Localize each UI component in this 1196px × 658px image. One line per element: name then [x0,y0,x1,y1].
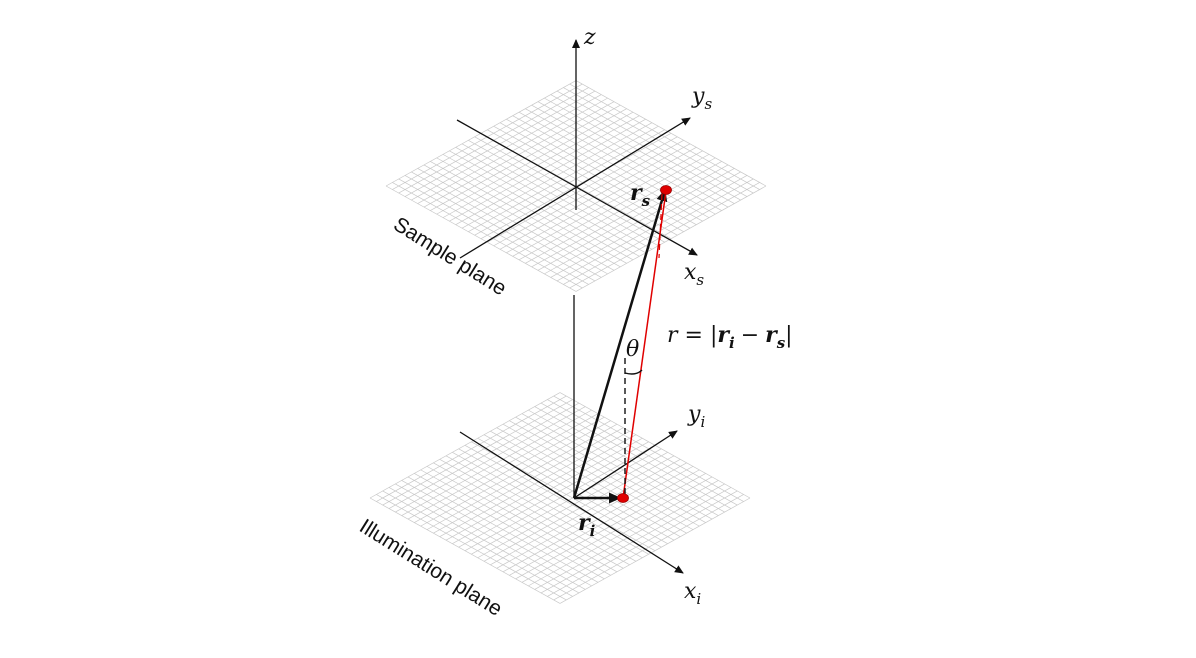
illumination-plane-axes [459,430,684,574]
grid-line [575,185,767,292]
sample-plane-label: Sample plane [389,213,510,301]
grid-line [547,399,738,506]
illumination-y-axis [573,430,678,499]
distance-equation: r=|ri−rs| [667,322,793,352]
illumination-plane-label: Illumination plane [355,515,506,621]
theta-angle-arc [624,369,643,375]
sample-plane-axes [456,117,698,259]
grid-line [553,494,744,601]
r-s-point [660,185,672,195]
z-axis [572,39,580,498]
r-s-vector [572,189,668,499]
grid-line [559,497,751,604]
distance-line [622,190,667,499]
illumination-plane-grid [369,392,751,604]
grid-line [540,402,732,509]
r-s-label: rs [630,180,651,210]
sample-x-axis-label: xs [684,260,704,289]
grid-line [569,182,760,289]
illumination-x-axis-label: xi [684,579,701,608]
illumination-y-axis-label: yi [687,402,705,431]
grid-line [547,490,738,597]
grid-line [534,406,725,513]
sample-projection-dashed-line [658,193,663,259]
grid-line [540,487,732,594]
illumination-x-axis [459,431,684,574]
grid-line [550,171,741,278]
theta-label: θ [626,337,639,362]
grid-line [569,83,760,190]
sample-y-axis [459,117,691,259]
r-i-label: ri [578,510,596,540]
grid-line [556,175,748,282]
r-i-point [617,493,629,503]
z-axis-label: z [583,25,596,50]
sample-y-axis-label: ys [691,84,712,113]
grid-line [544,168,735,275]
grid-line [563,178,754,285]
grid-line [550,94,741,201]
grid-line [556,90,748,197]
grid-line [563,87,754,194]
grid-line [528,480,719,587]
grid-line [575,80,767,187]
grid-line [534,483,725,590]
